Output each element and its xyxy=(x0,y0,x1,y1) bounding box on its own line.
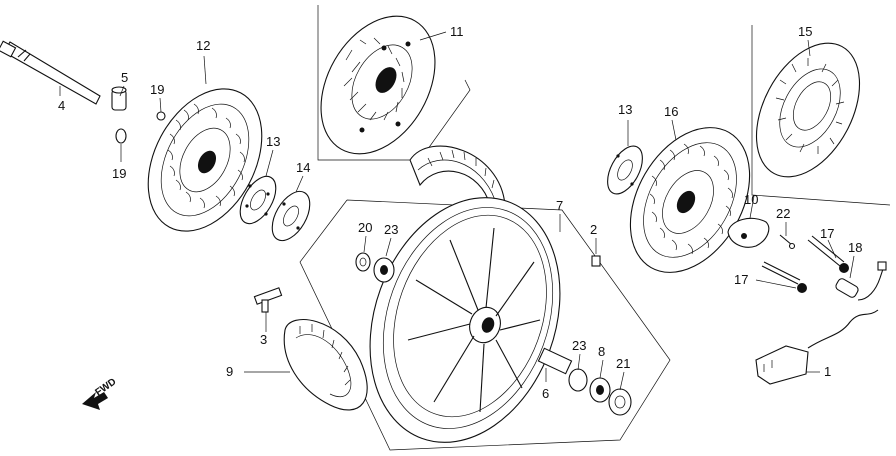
callout-17-upper: 17 xyxy=(820,226,834,241)
spacer-plate-left xyxy=(239,175,277,225)
speed-sensor-cable xyxy=(755,309,879,385)
callout-23-right: 23 xyxy=(572,338,586,353)
brake-disc-left xyxy=(147,88,263,232)
bolt-2 xyxy=(591,255,601,267)
bearing-20 xyxy=(355,252,371,272)
callout-20: 20 xyxy=(358,220,372,235)
spacer-plate-right xyxy=(607,145,643,195)
dust-seal-23-left xyxy=(373,257,395,283)
callout-21: 21 xyxy=(616,356,630,371)
brake-disc-upper xyxy=(320,15,436,155)
callout-16: 16 xyxy=(664,104,678,119)
cast-wheel xyxy=(369,197,561,443)
callout-14: 14 xyxy=(296,160,310,175)
valve-stem xyxy=(253,287,283,313)
callout-9: 9 xyxy=(226,364,233,379)
group-outline-wheel xyxy=(299,199,671,451)
forward-direction-marker: FWD xyxy=(82,376,118,410)
callout-labels: 4 5 19 19 12 13 14 11 20 23 3 9 7 2 6 23… xyxy=(58,24,862,401)
callout-7: 7 xyxy=(556,198,563,213)
dust-seal-23-right xyxy=(568,368,588,392)
speedometer-gearbox xyxy=(727,217,770,248)
callout-4: 4 xyxy=(58,98,65,113)
callout-15: 15 xyxy=(798,24,812,39)
tire-lower xyxy=(283,319,368,411)
tire-upper xyxy=(409,145,506,206)
callout-23-left: 23 xyxy=(384,222,398,237)
bearing-8 xyxy=(589,377,611,403)
callout-22: 22 xyxy=(776,206,790,221)
disc-cover-plate xyxy=(271,190,311,242)
callout-19-lower: 19 xyxy=(112,166,126,181)
callout-17-lower: 17 xyxy=(734,272,748,287)
screw-22 xyxy=(779,234,796,250)
callout-12: 12 xyxy=(196,38,210,53)
callout-11: 11 xyxy=(450,24,464,39)
callout-13-right: 13 xyxy=(618,102,632,117)
callout-10: 10 xyxy=(744,192,758,207)
callout-5: 5 xyxy=(121,70,128,85)
callout-1: 1 xyxy=(824,364,831,379)
callout-3: 3 xyxy=(260,332,267,347)
axle-collar xyxy=(111,86,127,111)
bolt-17-lower xyxy=(761,261,807,293)
seal-21 xyxy=(608,388,632,416)
callout-2: 2 xyxy=(590,222,597,237)
bolt-19-lower xyxy=(115,128,127,144)
bolt-19-upper xyxy=(156,111,166,121)
distance-collar xyxy=(537,347,573,375)
callout-6: 6 xyxy=(542,386,549,401)
callout-13-left: 13 xyxy=(266,134,280,149)
callout-18: 18 xyxy=(848,240,862,255)
speedometer-cable-end xyxy=(835,261,887,301)
bolt-17-upper xyxy=(807,235,849,273)
callout-8: 8 xyxy=(598,344,605,359)
front-axle xyxy=(0,40,101,105)
callout-19-upper: 19 xyxy=(150,82,164,97)
brake-disc-upper-right xyxy=(755,42,861,178)
leader-lines xyxy=(59,31,855,391)
group-outline-disc-15 xyxy=(751,25,891,206)
